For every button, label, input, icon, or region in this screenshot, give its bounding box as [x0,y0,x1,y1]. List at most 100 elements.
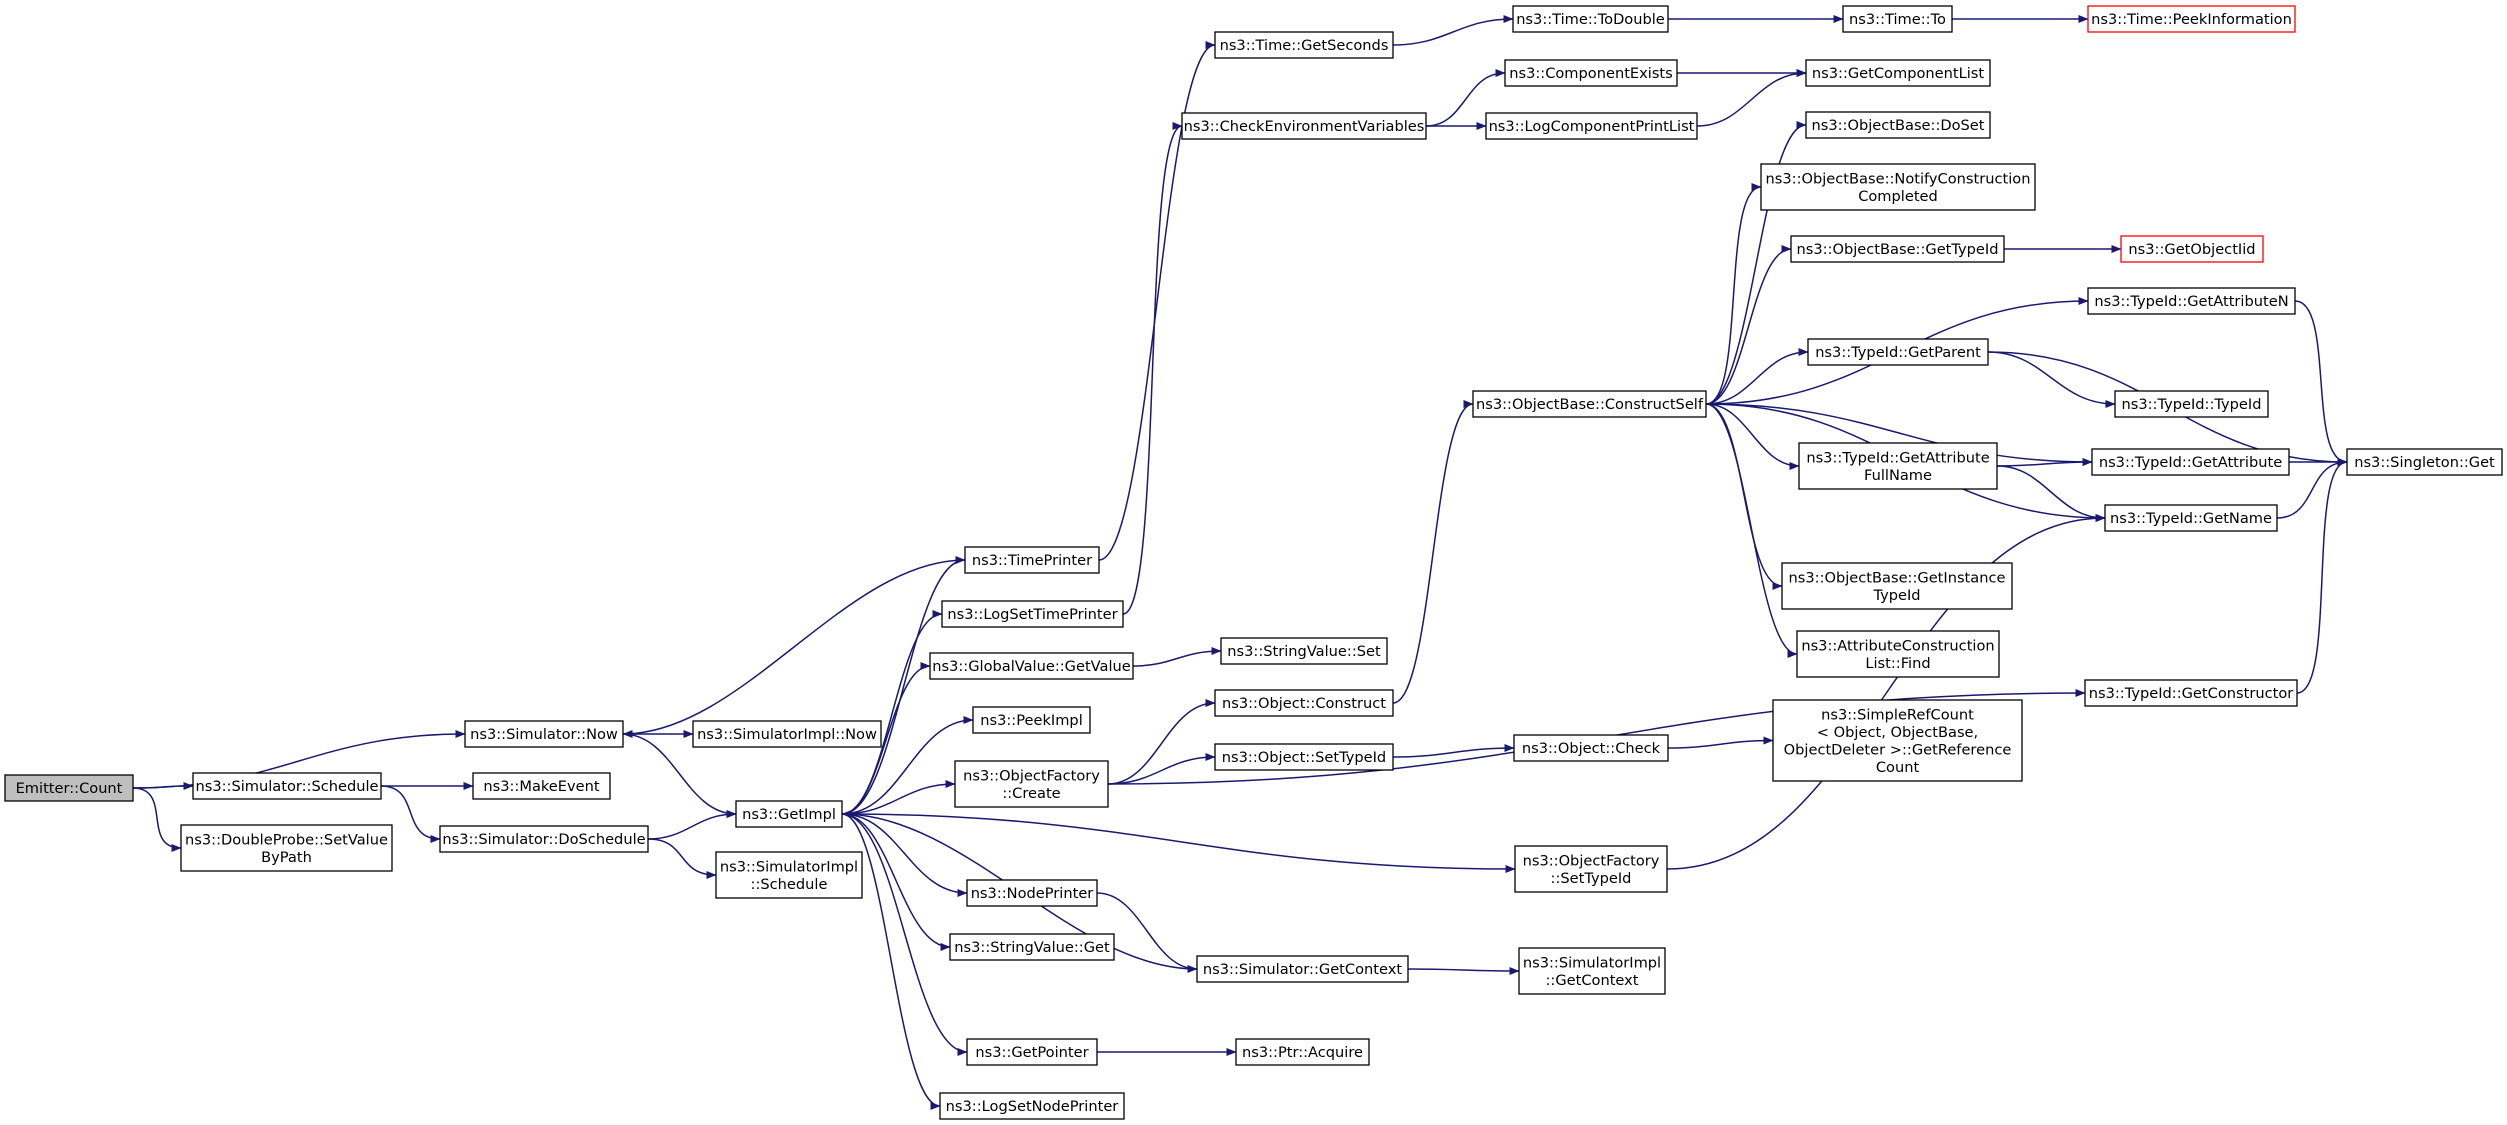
node-get-objectiid[interactable]: ns3::GetObjectIid [2120,235,2264,263]
node-get-impl[interactable]: ns3::GetImpl [735,800,843,828]
node-label: ns3::GetImpl [742,806,836,823]
node-log-component-printlist[interactable]: ns3::LogComponentPrintList [1485,112,1698,140]
node-get-pointer[interactable]: ns3::GetPointer [966,1038,1098,1066]
node-object-settypeid[interactable]: ns3::Object::SetTypeId [1214,743,1394,771]
call-edge-typeid_getname-to-singleton_get [2276,458,2348,519]
node-node-printer[interactable]: ns3::NodePrinter [966,879,1098,907]
call-edge-node_printer-to-sim_getcontext [1096,892,1198,973]
node-label: ns3::SimpleRefCount [1821,706,1974,723]
node-log-set-node-printer[interactable]: ns3::LogSetNodePrinter [939,1092,1125,1120]
node-objectfactory-settypeid[interactable]: ns3::ObjectFactory::SetTypeId [1514,845,1668,893]
node-label: ns3::Time::To [1849,11,1946,28]
call-edge-objectfactory_create-to-object_settypeid [1107,753,1216,785]
node-emitter-count[interactable]: Emitter::Count [4,774,134,802]
node-simplerefcount[interactable]: ns3::SimpleRefCount< Object, ObjectBase,… [1772,699,2023,782]
node-typeid-typeid[interactable]: ns3::TypeId::TypeId [2114,390,2269,418]
call-edge-get_impl-to-objectfactory_settypeid [841,813,1516,873]
call-edge-get_impl-to-stringvalue_get [841,813,951,951]
node-time-peekinformation[interactable]: ns3::Time::PeekInformation [2087,5,2296,33]
node-label: ::GetContext [1545,972,1638,989]
nodes-layer: Emitter::Countns3::Simulator::Nowns3::Si… [4,5,2503,1120]
node-label: ::Create [1002,785,1060,802]
node-sim-schedule[interactable]: ns3::Simulator::Schedule [192,772,382,800]
node-component-exists[interactable]: ns3::ComponentExists [1504,59,1678,87]
node-typeid-getattributen[interactable]: ns3::TypeId::GetAttributeN [2087,287,2296,315]
node-sim-doschedule[interactable]: ns3::Simulator::DoSchedule [439,825,649,853]
node-stringvalue-get[interactable]: ns3::StringValue::Get [949,933,1115,961]
node-label: ns3::GetPointer [975,1044,1088,1061]
edges-layer [132,15,2348,1110]
node-label: ns3::MakeEvent [483,778,600,795]
node-label: ns3::ObjectBase::GetInstance [1789,569,2006,586]
call-edge-objectbase_constructself-to-objectbase_doset [1705,121,1807,405]
node-typeid-getattribute[interactable]: ns3::TypeId::GetAttribute [2091,448,2290,476]
node-label: ns3::GlobalValue::GetValue [932,658,1131,675]
node-label: ns3::NodePrinter [971,885,1094,902]
call-edge-typeid_getattribute_fullname-to-typeid_getattribute [1996,458,2093,467]
node-time-printer[interactable]: ns3::TimePrinter [964,546,1100,574]
call-edge-sim_getcontext-to-simimpl_getcontext [1407,966,1520,975]
node-objectbase-constructself[interactable]: ns3::ObjectBase::ConstructSelf [1472,390,1707,418]
node-time-to[interactable]: ns3::Time::To [1842,5,1953,33]
node-get-componentlist[interactable]: ns3::GetComponentList [1805,59,1991,87]
node-peek-impl[interactable]: ns3::PeekImpl [972,706,1091,734]
node-label: ns3::AttributeConstruction [1801,637,1994,654]
node-time-getseconds[interactable]: ns3::Time::GetSeconds [1214,31,1394,59]
node-objectbase-gettypeid[interactable]: ns3::ObjectBase::GetTypeId [1790,235,2005,263]
call-edge-get_impl-to-log_set_time_printer [841,610,943,815]
node-sim-getcontext[interactable]: ns3::Simulator::GetContext [1196,955,1409,983]
node-label: ns3::Time::GetSeconds [1220,37,1389,54]
node-typeid-getname[interactable]: ns3::TypeId::GetName [2104,504,2278,532]
node-label: ns3::GetComponentList [1812,65,1984,82]
node-make-event[interactable]: ns3::MakeEvent [472,772,611,800]
node-label: ::SetTypeId [1551,870,1632,887]
node-label: ns3::GetObjectIid [2128,241,2255,258]
call-edge-get_impl-to-objectfactory_create [841,780,956,815]
node-simimpl-getcontext[interactable]: ns3::SimulatorImpl::GetContext [1518,947,1666,995]
node-label: ns3::TypeId::TypeId [2122,396,2262,413]
node-objectbase-doset[interactable]: ns3::ObjectBase::DoSet [1805,111,1991,139]
node-objectbase-notify[interactable]: ns3::ObjectBase::NotifyConstructionCompl… [1760,163,2036,211]
node-label: ::Schedule [751,876,828,893]
call-edge-typeid_getparent-to-typeid_typeid [1987,351,2116,408]
node-objectfactory-create[interactable]: ns3::ObjectFactory::Create [954,760,1109,808]
call-edge-typeid_getconstructor-to-singleton_get [2296,458,2348,694]
node-check-env-vars[interactable]: ns3::CheckEnvironmentVariables [1181,112,1427,140]
node-label: ns3::ObjectBase::ConstructSelf [1476,396,1704,413]
node-ptr-acquire[interactable]: ns3::Ptr::Acquire [1235,1038,1370,1066]
call-edge-get_impl-to-get_pointer [841,813,968,1056]
node-sim-now[interactable]: ns3::Simulator::Now [464,720,624,748]
call-edge-objectbase_constructself-to-objectbase_notify [1705,183,1762,405]
call-edge-sim_doschedule-to-get_impl [647,810,737,840]
node-log-set-time-printer[interactable]: ns3::LogSetTimePrinter [941,600,1124,628]
node-label: ns3::ObjectBase::NotifyConstruction [1766,170,2031,187]
node-typeid-getparent[interactable]: ns3::TypeId::GetParent [1807,338,1989,366]
node-object-check[interactable]: ns3::Object::Check [1513,734,1669,762]
node-label: ns3::StringValue::Set [1227,643,1381,660]
node-label: ns3::Object::Check [1522,740,1661,757]
node-simimpl-now[interactable]: ns3::SimulatorImpl::Now [692,720,882,748]
node-label: ns3::TypeId::GetConstructor [2089,685,2294,702]
node-label: ns3::Simulator::Schedule [195,778,378,795]
node-label: ns3::Simulator::GetContext [1203,961,1402,978]
node-time-todouble[interactable]: ns3::Time::ToDouble [1512,5,1669,33]
call-edge-get_impl-to-node_printer [841,813,968,897]
node-object-construct[interactable]: ns3::Object::Construct [1214,689,1394,717]
call-edge-time_getseconds-to-time_todouble [1392,15,1514,46]
node-typeid-getconstructor[interactable]: ns3::TypeId::GetConstructor [2084,679,2298,707]
call-edge-objectbase_constructself-to-objectbase_gettypeid [1705,245,1792,405]
node-label: ns3::Time::PeekInformation [2091,11,2292,28]
node-label: ns3::Object::SetTypeId [1222,749,1386,766]
node-label: ns3::LogComponentPrintList [1489,118,1695,135]
node-label: ns3::Time::ToDouble [1516,11,1665,28]
node-simimpl-schedule[interactable]: ns3::SimulatorImpl::Schedule [715,851,863,899]
node-label: ns3::ObjectFactory [963,767,1100,784]
node-singleton-get[interactable]: ns3::Singleton::Get [2346,448,2503,476]
node-label: ns3::Ptr::Acquire [1242,1044,1363,1061]
node-stringvalue-set[interactable]: ns3::StringValue::Set [1220,637,1388,665]
node-globalvalue-getvalue[interactable]: ns3::GlobalValue::GetValue [929,652,1134,680]
